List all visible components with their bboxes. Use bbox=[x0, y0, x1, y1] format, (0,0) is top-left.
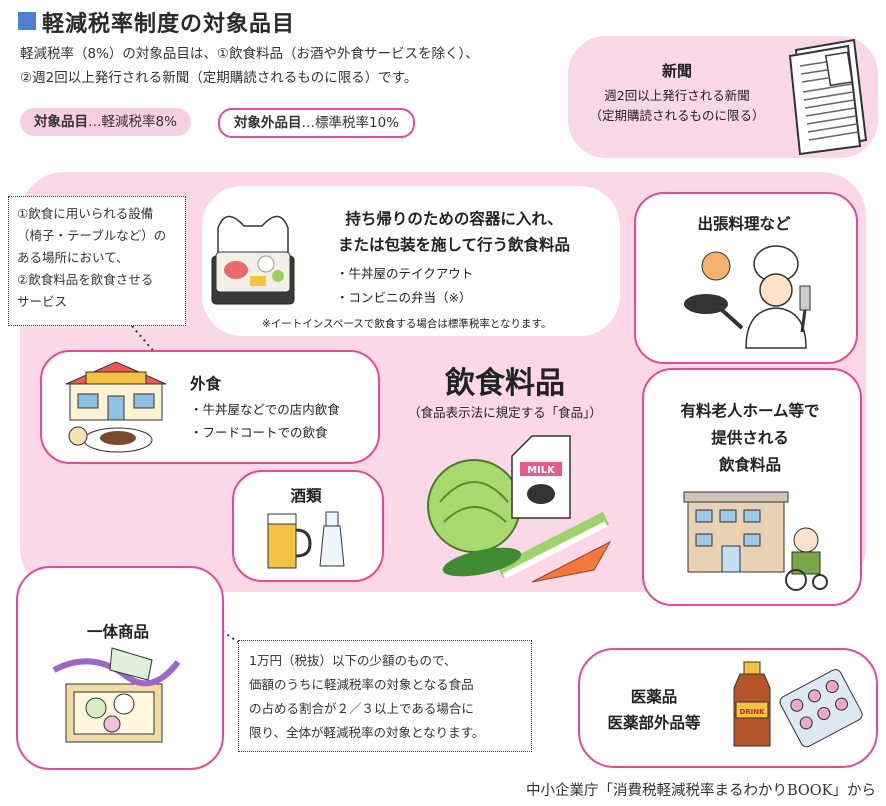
alcohol-title: 酒類 bbox=[290, 487, 322, 505]
nursing-line-2: 提供される bbox=[711, 429, 789, 447]
legend-nontarget-label: 対象外品目 bbox=[234, 115, 302, 131]
legend-nontarget: 対象外品目…標準税率10% bbox=[218, 108, 416, 138]
dining-out-item-1: ・牛丼屋などでの店内飲食 bbox=[190, 402, 340, 417]
restaurant-icon bbox=[65, 361, 167, 453]
dining-note-line-3: ある場所において、 bbox=[17, 250, 129, 265]
bundle-note-line-2: 価額のうちに軽減税率の対象となる食品 bbox=[249, 677, 474, 692]
medicine-line-1: 医薬品 bbox=[630, 688, 678, 706]
catering-title: 出張料理など bbox=[697, 215, 791, 233]
alcohol-box bbox=[232, 470, 384, 582]
newspaper-line-1: 週2回以上発行される新聞 bbox=[604, 88, 750, 103]
dining-note-line-2: （椅子・テーブルなど）の bbox=[17, 228, 167, 243]
milk-carton-icon: MILK bbox=[511, 435, 571, 519]
food-title: 飲食料品 bbox=[445, 366, 565, 401]
dining-out-title: 外食 bbox=[190, 375, 222, 393]
takeout-note: ※イートインスペースで飲食する場合は標準税率となります。 bbox=[262, 318, 552, 330]
legend-target-text: …軽減税率8% bbox=[88, 114, 177, 130]
takeout-title: 持ち帰りのための容器に入れ、 または包装を施して行う飲食料品 bbox=[296, 206, 612, 258]
intro-line-1: 軽減税率（8%）の対象品目は、①飲食料品（お酒や外食サービスを除く）、 bbox=[20, 46, 479, 62]
intro-line-2: ②週2回以上発行される新聞（定期購読されるものに限る）です。 bbox=[20, 70, 418, 86]
vegetables-icon: MILK bbox=[427, 435, 612, 583]
beer-sake-icon bbox=[267, 511, 345, 569]
food-subtitle: （食品表示法に規定する「食品」） bbox=[408, 405, 602, 420]
bento-icon bbox=[211, 215, 295, 305]
milk-label: MILK bbox=[527, 465, 556, 476]
bundle-note-line-1: 1万円（税抜）以下の少額のもので、 bbox=[249, 653, 457, 668]
nursing-home-icon bbox=[683, 491, 828, 591]
medicine-line-2: 医薬部外品等 bbox=[607, 714, 701, 732]
dining-note-line-5: サービス bbox=[17, 294, 68, 309]
nursing-line-3: 飲食料品 bbox=[718, 456, 781, 474]
newspaper-icon bbox=[788, 38, 868, 156]
chef-icon bbox=[684, 245, 811, 349]
legend-target-label: 対象品目 bbox=[34, 114, 88, 130]
bundle-note-line-3: の占める割合が２／３以上である場合に bbox=[249, 701, 474, 716]
drink-label: DRINK bbox=[739, 708, 765, 716]
source-citation: 中小企業庁「消費税軽減税率まるわかりBOOK」から bbox=[525, 783, 876, 799]
medicine-icon: DRINK bbox=[733, 661, 863, 748]
bundle-definition-note: 1万円（税抜）以下の少額のもので、 価額のうちに軽減税率の対象となる食品 の占め… bbox=[238, 640, 532, 752]
intro-text: 軽減税率（8%）の対象品目は、①飲食料品（お酒や外食サービスを除く）、 ②週2回… bbox=[20, 42, 479, 90]
takeout-item-2: ・コンビニの弁当（※） bbox=[336, 290, 472, 305]
medicine-title: 医薬品 医薬部外品等 bbox=[594, 684, 714, 736]
catering-box bbox=[634, 192, 858, 364]
dining-out-items: ・牛丼屋などでの店内飲食 ・フードコートでの飲食 bbox=[190, 398, 340, 444]
dining-note-line-4: ②飲食料品を飲食させる bbox=[17, 272, 154, 287]
nursing-home-title: 有料老人ホーム等で 提供される 飲食料品 bbox=[642, 398, 858, 479]
legend-target: 対象品目…軽減税率8% bbox=[20, 108, 191, 136]
legend-nontarget-text: …標準税率10% bbox=[301, 115, 400, 131]
dining-definition-note: ①飲食に用いられる設備 （椅子・テーブルなど）の ある場所において、 ②飲食料品… bbox=[8, 196, 186, 326]
page-title: 軽減税率制度の対象品目 bbox=[42, 12, 296, 37]
bundle-note-line-4: 限り、全体が軽減税率の対象となります。 bbox=[249, 725, 485, 740]
newspaper-title: 新聞 bbox=[661, 62, 692, 80]
newspaper-desc: 週2回以上発行される新聞 （定期購読されるものに限る） bbox=[572, 86, 782, 126]
gift-box-icon bbox=[52, 647, 181, 743]
nursing-line-1: 有料老人ホーム等で bbox=[680, 402, 820, 420]
dining-note-line-1: ①飲食に用いられる設備 bbox=[17, 206, 154, 221]
newspaper-line-2: （定期購読されるものに限る） bbox=[589, 108, 765, 123]
title-marker bbox=[18, 12, 36, 30]
takeout-title-line-1: 持ち帰りのための容器に入れ、 bbox=[345, 210, 563, 228]
takeout-title-line-2: または包装を施して行う飲食料品 bbox=[337, 236, 571, 254]
dining-out-item-2: ・フードコートでの飲食 bbox=[190, 425, 328, 440]
bundle-title: 一体商品 bbox=[86, 623, 149, 641]
takeout-items: ・牛丼屋のテイクアウト ・コンビニの弁当（※） bbox=[336, 262, 473, 310]
takeout-item-1: ・牛丼屋のテイクアウト bbox=[336, 266, 474, 281]
